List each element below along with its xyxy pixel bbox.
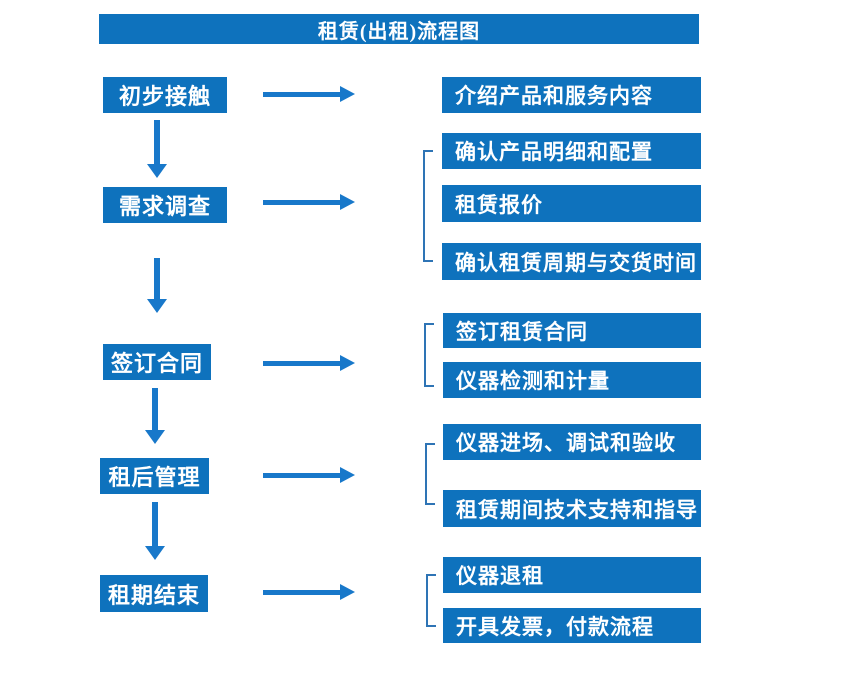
arrow-right-head-icon	[340, 194, 355, 210]
stage-box-demand-survey: 需求调查	[103, 187, 227, 223]
flowchart-title: 租赁(出租)流程图	[99, 14, 699, 44]
stage-box-post-rental-management: 租后管理	[100, 458, 209, 494]
flow-arrow-down-2	[147, 258, 167, 313]
arrow-down-head-icon	[145, 430, 165, 444]
flow-arrow-right-5	[263, 584, 355, 600]
flow-arrow-right-1	[263, 86, 355, 102]
arrow-shaft	[154, 120, 160, 164]
arrow-right-head-icon	[340, 355, 355, 371]
arrow-shaft	[263, 589, 340, 595]
detail-box-confirm-product-details: 确认产品明细和配置	[442, 133, 701, 169]
detail-box-confirm-rental-period: 确认租赁周期与交货时间	[442, 243, 701, 280]
detail-box-rental-tech-support: 租赁期间技术支持和指导	[443, 490, 701, 527]
group-bracket-rental-end	[426, 574, 436, 627]
arrow-shaft	[263, 472, 340, 478]
arrow-down-head-icon	[145, 546, 165, 560]
detail-box-introduce-products: 介绍产品和服务内容	[442, 77, 701, 113]
detail-box-instrument-return: 仪器退租	[443, 557, 701, 593]
arrow-right-head-icon	[340, 584, 355, 600]
arrow-down-head-icon	[147, 164, 167, 178]
group-bracket-post-rental	[425, 443, 435, 505]
arrow-shaft	[152, 388, 158, 430]
group-bracket-sign-contract	[424, 323, 434, 387]
arrow-shaft	[263, 91, 340, 97]
stage-box-sign-contract: 签订合同	[103, 344, 211, 380]
detail-box-instrument-entry-acceptance: 仪器进场、调试和验收	[443, 424, 701, 460]
arrow-shaft	[263, 360, 340, 366]
flow-arrow-right-4	[263, 467, 355, 483]
flow-arrow-right-3	[263, 355, 355, 371]
stage-box-initial-contact: 初步接触	[103, 77, 227, 113]
detail-box-rental-quote: 租赁报价	[442, 185, 701, 222]
flow-arrow-down-1	[147, 120, 167, 178]
arrow-right-head-icon	[340, 467, 355, 483]
arrow-down-head-icon	[147, 299, 167, 313]
detail-box-sign-rental-contract: 签订租赁合同	[443, 313, 701, 348]
group-bracket-demand-survey	[423, 150, 433, 262]
detail-box-invoice-payment: 开具发票，付款流程	[443, 608, 701, 643]
arrow-shaft	[154, 258, 160, 299]
detail-box-instrument-inspection: 仪器检测和计量	[443, 362, 701, 398]
flow-arrow-down-4	[145, 502, 165, 560]
flow-arrow-down-3	[145, 388, 165, 444]
arrow-shaft	[152, 502, 158, 546]
arrow-shaft	[263, 199, 340, 205]
flow-arrow-right-2	[263, 194, 355, 210]
stage-box-rental-end: 租期结束	[100, 575, 208, 612]
arrow-right-head-icon	[340, 86, 355, 102]
